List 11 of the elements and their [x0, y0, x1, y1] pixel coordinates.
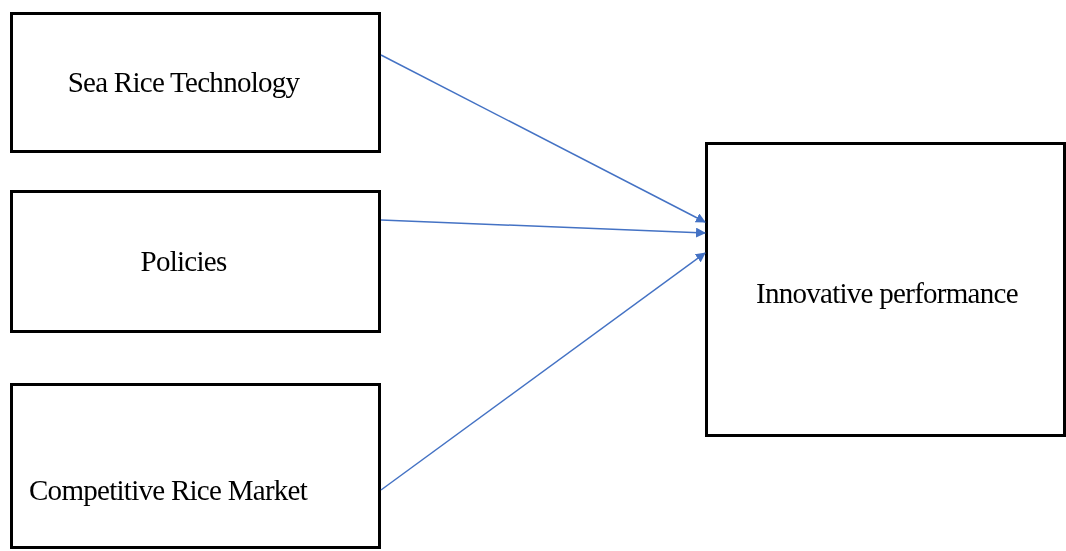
- arrow: [380, 219, 706, 238]
- arrow: [380, 54, 706, 223]
- process-box: [705, 142, 1066, 437]
- process-box: [10, 12, 381, 153]
- box-label: Sea Rice Technology: [67, 65, 300, 101]
- process-box: [10, 190, 381, 333]
- box-label: Policies: [140, 244, 227, 280]
- box-label: Innovative performance: [756, 276, 1018, 312]
- box-label: Competitive Rice Market: [29, 472, 308, 508]
- process-box: [10, 383, 381, 549]
- arrow: [380, 252, 706, 491]
